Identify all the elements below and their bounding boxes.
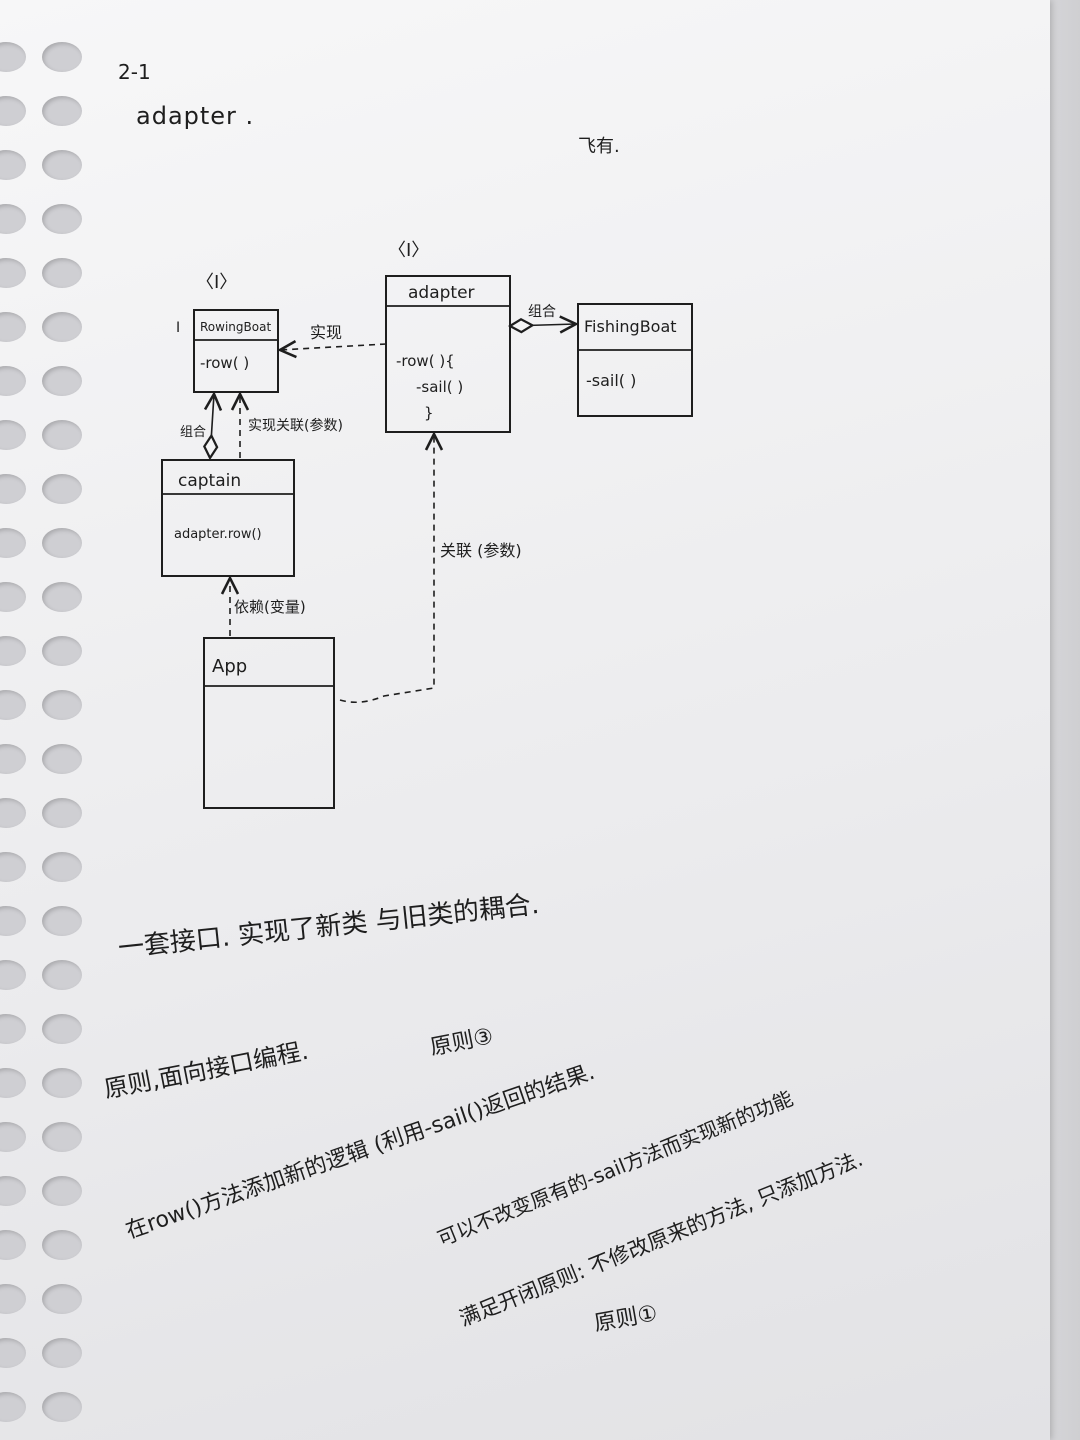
binder-hole [42,42,82,72]
association-arrow [339,434,434,704]
binder-hole [42,96,82,126]
binder-hole [42,906,82,936]
binder-hole [0,1338,26,1368]
page-number: 2-1 [118,60,151,84]
binder-hole [42,1230,82,1260]
page-topic: adapter . [136,102,255,130]
captain-class: captain adapter.row() [161,459,295,577]
binder-hole [42,420,82,450]
fishing-boat-name: FishingBoat [584,317,677,336]
impl-association-relation: 实现关联(参数) [240,394,343,458]
binder-hole [42,1338,82,1368]
fishing-boat-box [577,303,693,417]
rowing-boat-class: 〈I〉 I RowingBoat -row( ) [176,272,279,393]
binder-hole [42,366,82,396]
rowing-boat-name: RowingBoat [200,320,271,334]
binder-hole [42,312,82,342]
uml-diagram: 〈I〉 I RowingBoat -row( ) 〈I〉 adapter -ro… [161,240,693,809]
fishing-boat-method: -sail( ) [586,371,636,390]
adapter-class: 〈I〉 adapter -row( ){ -sail( ) } [385,240,511,433]
binder-hole [0,1014,26,1044]
dependency-relation: 依赖(变量) [230,578,306,636]
adapter-stereotype: 〈I〉 [388,240,429,261]
captain-box [161,459,295,577]
rowing-boat-interface-marker: I [176,320,180,336]
binder-hole [42,1122,82,1152]
side-note: 飞有. [578,136,620,157]
composition-arrow [210,394,214,458]
association-label: 关联 (参数) [440,541,522,560]
binder-hole [42,1176,82,1206]
composition-label: 组合 [180,425,206,440]
association-relation: 关联 (参数) [339,434,522,704]
binder-holes [0,0,120,1440]
impl-association-label: 实现关联(参数) [248,417,343,434]
rowing-boat-method: -row( ) [200,354,249,372]
composition-arrow [510,324,576,326]
binder-hole [42,528,82,558]
adapter-name: adapter [408,283,475,303]
note-line-5: 满足开闭原则: 不修改原来的方法, 只添加方法. [455,1146,867,1332]
binder-hole [42,1284,82,1314]
notebook-page: 2-1 adapter . 飞有. 〈I〉 I RowingBoat -row(… [0,0,1050,1440]
binder-hole [42,582,82,612]
binder-hole [0,1068,26,1098]
adapter-box [385,275,511,433]
captain-name: captain [178,471,241,491]
binder-hole [0,1230,26,1260]
composition-adapter-fishing: 组合 [510,304,576,326]
binder-hole [42,474,82,504]
binder-hole [42,690,82,720]
captain-method: adapter.row() [174,527,262,542]
rowing-boat-stereotype: 〈I〉 [196,272,237,293]
implements-label: 实现 [310,323,342,342]
app-box [203,637,335,809]
binder-hole [0,906,26,936]
binder-hole [0,1122,26,1152]
note-line-6: 原则① [592,1301,660,1337]
implements-arrow [280,344,387,350]
binder-hole [42,744,82,774]
binder-hole [42,1068,82,1098]
note-line-2b: 原则③ [428,1024,496,1061]
app-class: App [203,637,335,809]
adapter-body-line: } [424,404,434,422]
binder-hole [0,1284,26,1314]
composition-captain-rowing: 组合 [180,394,214,458]
binder-hole [42,150,82,180]
binder-hole [42,798,82,828]
binder-hole [42,204,82,234]
binder-hole [42,1014,82,1044]
fishing-boat-class: FishingBoat -sail( ) [577,303,693,417]
composition-label: 组合 [528,304,556,320]
binder-hole [42,852,82,882]
binder-hole [42,1392,82,1422]
binder-hole [42,636,82,666]
implements-relation: 实现 [280,323,387,350]
binder-hole [42,258,82,288]
binder-hole [42,960,82,990]
note-line-2: 原则,面向接口编程. [101,1036,311,1104]
app-name: App [212,656,247,677]
binder-hole [0,1392,26,1422]
binder-hole [0,1176,26,1206]
binder-hole [0,960,26,990]
adapter-body-line: -row( ){ [396,352,455,370]
adapter-body-line: -sail( ) [416,378,463,396]
dependency-label: 依赖(变量) [234,598,306,616]
